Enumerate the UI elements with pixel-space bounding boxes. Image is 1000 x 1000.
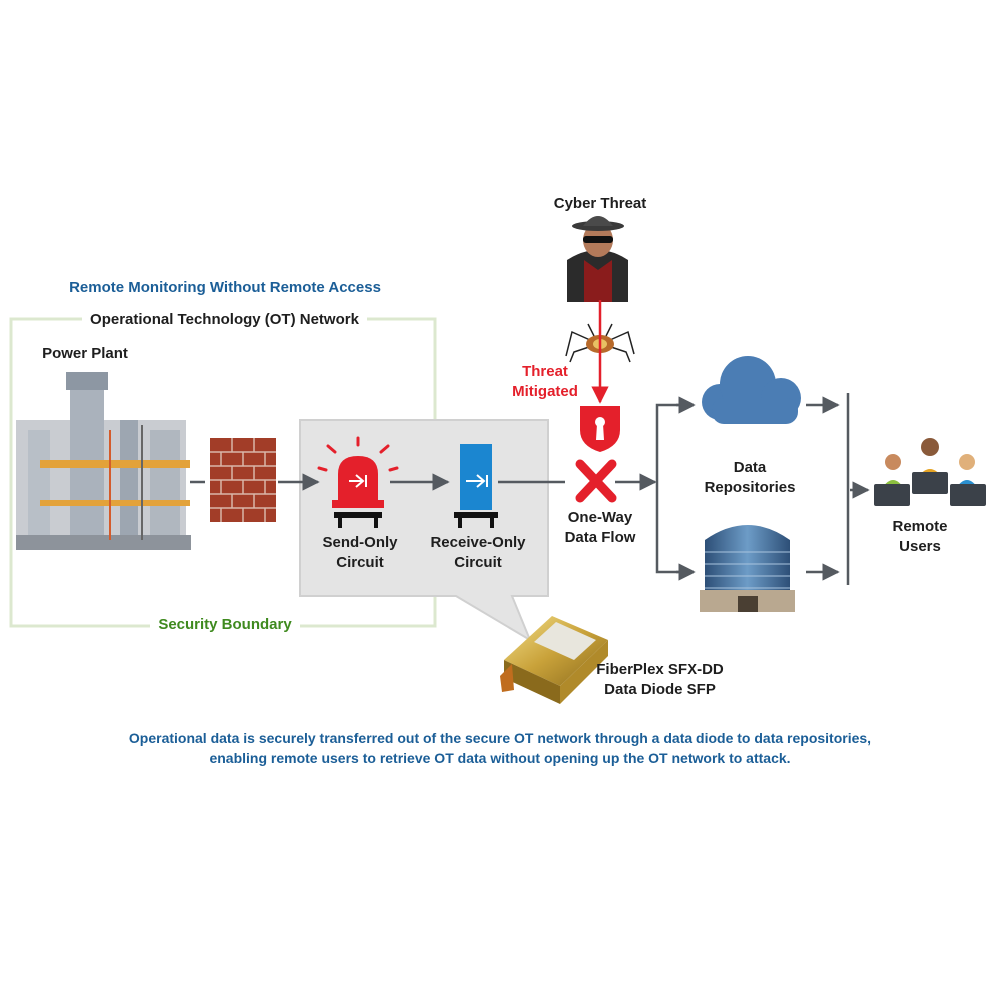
- product-line-1: FiberPlex SFX-DD: [596, 661, 724, 678]
- send-only-label: Send-Only Circuit: [300, 533, 420, 573]
- data-center-building-icon: [700, 525, 795, 612]
- one-way-line-1: One-Way: [567, 509, 633, 526]
- send-only-line-2: Circuit: [336, 554, 384, 571]
- caption-line-1: Operational data is securely transferred…: [128, 730, 872, 746]
- remote-users-line-2: Users: [899, 538, 941, 555]
- threat-mitigated-label: Threat Mitigated: [500, 362, 590, 402]
- send-only-line-1: Send-Only: [322, 534, 398, 551]
- caption: Operational data is securely transferred…: [60, 728, 940, 768]
- firewall-icon: [210, 438, 276, 522]
- product-label: FiberPlex SFX-DD Data Diode SFP: [580, 660, 740, 700]
- one-way-line-2: Data Flow: [564, 529, 636, 546]
- threat-mitigated-line-1: Threat: [522, 363, 568, 380]
- receive-only-line-2: Circuit: [454, 554, 502, 571]
- blocked-x-icon: [575, 459, 617, 503]
- cyber-threat-label: Cyber Threat: [553, 195, 647, 212]
- diode-callout: [299, 419, 549, 643]
- remote-users-line-1: Remote: [892, 518, 948, 535]
- cyber-threat-figure: [567, 216, 628, 302]
- power-plant-label: Power Plant: [42, 345, 128, 362]
- data-repositories-line-1: Data: [733, 459, 767, 476]
- product-line-2: Data Diode SFP: [604, 681, 716, 698]
- receive-only-line-1: Receive-Only: [430, 534, 526, 551]
- power-plant-illustration: [16, 372, 191, 550]
- split-connector: [655, 403, 694, 574]
- shield-icon: [580, 406, 620, 452]
- remote-users-icon: [874, 438, 986, 506]
- data-repositories-label: Data Repositories: [690, 458, 810, 498]
- one-way-data-flow-label: One-Way Data Flow: [545, 508, 655, 548]
- sfp-module-icon: [500, 616, 608, 704]
- security-boundary-label: Security Boundary: [150, 615, 300, 635]
- diagram-title: Remote Monitoring Without Remote Access: [69, 279, 381, 296]
- threat-mitigated-line-2: Mitigated: [512, 383, 578, 400]
- ot-network-label: Operational Technology (OT) Network: [82, 310, 367, 330]
- receive-only-diode-icon: [454, 444, 498, 528]
- caption-line-2: enabling remote users to retrieve OT dat…: [209, 750, 791, 766]
- receive-only-label: Receive-Only Circuit: [418, 533, 538, 573]
- data-repositories-line-2: Repositories: [704, 479, 796, 496]
- cloud-icon: [702, 356, 801, 424]
- remote-users-label: Remote Users: [880, 517, 960, 557]
- send-only-beacon-icon: [317, 436, 399, 528]
